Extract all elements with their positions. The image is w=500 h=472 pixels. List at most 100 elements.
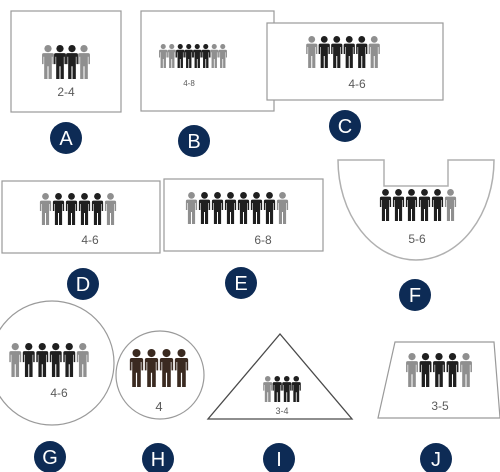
person-icon <box>198 192 211 224</box>
person-icon <box>392 189 405 221</box>
capacity-label-a: 2-4 <box>57 85 75 99</box>
capacity-label-b: 4-8 <box>183 79 195 88</box>
capacity-label-f: 5-6 <box>408 232 426 246</box>
person-icon <box>201 44 210 68</box>
people-group-j <box>406 353 472 387</box>
table-shape-i <box>206 332 354 420</box>
person-icon <box>76 343 89 377</box>
person-icon <box>431 189 444 221</box>
person-icon <box>78 193 91 225</box>
person-icon <box>22 343 35 377</box>
person-icon <box>446 353 459 387</box>
badge-circle-b <box>178 125 210 157</box>
person-icon <box>282 376 292 402</box>
person-icon <box>224 192 237 224</box>
badge-circle-i <box>263 443 295 472</box>
layout-h: 4 H <box>115 330 205 472</box>
capacity-label-h: 4 <box>155 399 162 414</box>
table-shape-e <box>163 178 324 252</box>
person-icon <box>356 36 368 68</box>
badge-circle-c <box>329 110 361 142</box>
person-icon <box>263 192 276 224</box>
badge-circle-a <box>50 122 82 154</box>
person-icon <box>167 44 176 68</box>
badge-i: I <box>263 443 295 472</box>
table-shape-c <box>266 22 444 101</box>
person-icon <box>159 44 168 68</box>
badge-circle-g <box>34 441 66 472</box>
capacity-label-i: 3-4 <box>275 406 288 416</box>
badge-d: D <box>67 268 99 300</box>
person-icon <box>36 343 49 377</box>
badge-f: F <box>399 279 431 311</box>
person-icon <box>144 349 159 387</box>
badge-letter-b: B <box>187 131 200 153</box>
people-group-c <box>306 36 380 68</box>
badge-letter-j: J <box>431 449 441 471</box>
layout-a: 2-4 A <box>10 10 122 154</box>
person-icon <box>193 44 202 68</box>
people-group-f <box>379 189 457 221</box>
person-icon <box>159 349 174 387</box>
person-icon <box>9 343 22 377</box>
person-icon <box>419 353 432 387</box>
layout-f: 5-6 F <box>337 159 495 311</box>
badge-letter-i: I <box>276 449 282 471</box>
people-group-e <box>185 192 289 224</box>
badge-circle-f <box>399 279 431 311</box>
person-icon <box>210 44 219 68</box>
badge-h: H <box>142 443 174 472</box>
badge-a: A <box>50 122 82 154</box>
people-group-d <box>39 193 117 225</box>
person-icon <box>65 193 78 225</box>
badge-letter-d: D <box>76 274 90 296</box>
person-icon <box>176 44 185 68</box>
person-icon <box>433 353 445 387</box>
badge-circle-h <box>142 443 174 472</box>
layout-j: 3-5 J <box>377 341 500 472</box>
people-group-i <box>263 376 301 402</box>
person-icon <box>52 193 65 225</box>
people-group-h <box>129 349 189 387</box>
table-shape-a <box>10 10 122 113</box>
badge-letter-e: E <box>234 273 247 295</box>
person-icon <box>49 343 62 377</box>
person-icon <box>237 192 250 224</box>
badge-circle-d <box>67 268 99 300</box>
layout-e: 6-8 E <box>163 178 324 299</box>
layout-i: 3-4 I <box>206 332 354 472</box>
capacity-label-d: 4-6 <box>81 233 99 247</box>
badge-b: B <box>178 125 210 157</box>
person-icon <box>91 193 104 225</box>
layout-g: 4-6 G <box>0 300 115 472</box>
person-icon <box>39 193 52 225</box>
person-icon <box>276 192 289 224</box>
person-icon <box>63 343 76 377</box>
person-icon <box>331 36 343 68</box>
capacity-label-j: 3-5 <box>431 399 449 413</box>
badge-letter-h: H <box>151 449 165 471</box>
person-icon <box>129 349 144 387</box>
badge-letter-f: F <box>409 285 421 307</box>
capacity-label-e: 6-8 <box>254 233 272 247</box>
capacity-label-c: 4-6 <box>348 77 366 91</box>
table-shape-f <box>337 159 495 261</box>
person-icon <box>318 36 330 68</box>
person-icon <box>263 376 273 402</box>
person-icon <box>343 36 355 68</box>
person-icon <box>54 45 66 79</box>
badge-circle-j <box>420 443 452 472</box>
badge-letter-a: A <box>59 128 73 150</box>
person-icon <box>272 376 282 402</box>
layout-b: 4-8 B <box>140 10 275 157</box>
badge-circle-e <box>225 267 257 299</box>
badge-c: C <box>329 110 361 142</box>
person-icon <box>418 189 431 221</box>
layout-d: 4-6 D <box>1 180 161 300</box>
person-icon <box>218 44 227 68</box>
person-icon <box>184 44 193 68</box>
layout-c: 4-6 C <box>266 22 444 142</box>
people-group-a <box>42 45 90 79</box>
person-icon <box>78 45 90 79</box>
